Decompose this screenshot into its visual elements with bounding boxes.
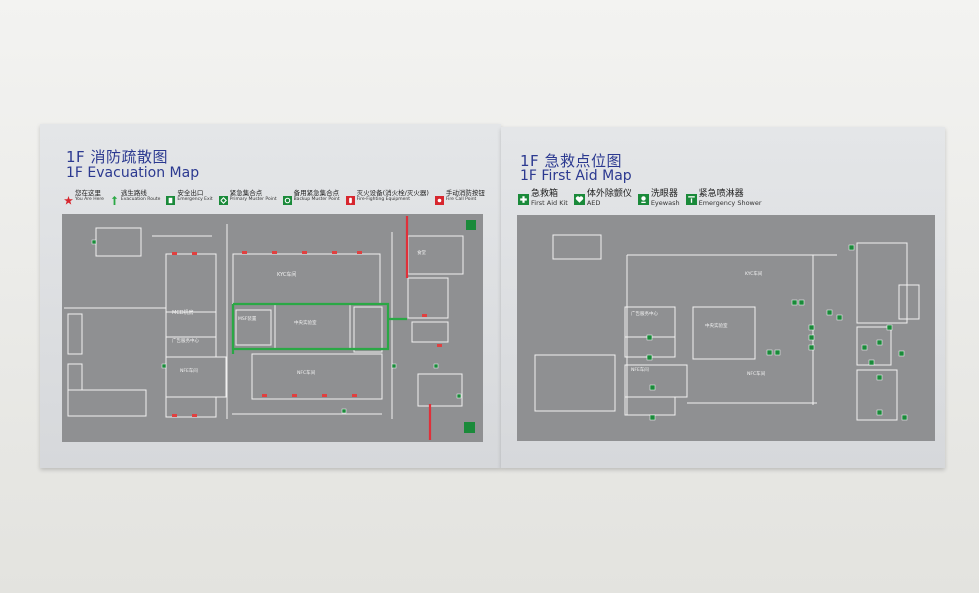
map-label-msf: MSF装置 xyxy=(238,315,257,322)
map-label-ad-center: 广告服务中心 xyxy=(172,337,199,344)
legend-label: 手动消防按钮 xyxy=(445,189,485,197)
evacuation-floor-plan: KYC车间 MSF装置 MCD机房 广告服务中心 NFE车间 NFC车间 中央实… xyxy=(62,214,483,442)
muster-point-icon xyxy=(218,190,228,205)
legend-label-en: You Are Here xyxy=(75,197,104,202)
legend-label-en: Eyewash xyxy=(650,199,680,207)
legend-label-en: Emergency Shower xyxy=(698,199,762,207)
legend-label-en: Evacuation Route xyxy=(120,197,161,202)
fire-equipment-icon xyxy=(345,190,355,205)
escape-route-arrow-icon xyxy=(110,190,119,205)
legend-label: 体外除颤仪 xyxy=(586,189,632,199)
exit-sign-markers xyxy=(91,239,462,414)
map-label-nfc: NFC车间 xyxy=(297,369,316,376)
map-label-canteen: 食堂 xyxy=(417,249,426,256)
legend-label-en: Backup Muster Point xyxy=(293,197,340,202)
legend-label: 安全出口 xyxy=(177,189,204,197)
legend-label: 洗眼器 xyxy=(650,189,678,199)
eyewash-icon xyxy=(637,190,649,205)
legend-label-en: AED xyxy=(586,199,601,207)
legend-label: 逃生路线 xyxy=(120,189,147,197)
first-aid-title-cn: 1F 急救点位图 xyxy=(520,152,622,170)
map-label-ad-center: 广告服务中心 xyxy=(631,310,658,317)
legend-label: 紧急集合点 xyxy=(229,189,263,197)
you-are-here-star-icon xyxy=(64,190,73,205)
exit-sign-icon xyxy=(166,190,176,205)
legend-label-en: Primary Muster Point xyxy=(229,197,277,202)
fire-equipment-markers xyxy=(172,251,442,417)
evacuation-title-en: 1F Evacuation Map xyxy=(66,165,200,181)
map-label-kyc: KYC车间 xyxy=(277,271,296,278)
map-label-nfe: NFE车间 xyxy=(180,367,198,374)
first-aid-markers xyxy=(646,244,908,421)
map-label-nfc: NFC车间 xyxy=(747,370,766,377)
legend-label-en: Fire-Fighting Equipment xyxy=(356,197,411,202)
evacuation-floor-plan-drawing: KYC车间 MSF装置 MCD机房 广告服务中心 NFE车间 NFC车间 中央实… xyxy=(64,216,476,440)
fire-alarm-button-icon xyxy=(434,190,444,205)
first-aid-floor-plan: KYC车间 中央实验室 广告服务中心 NFE车间 NFC车间 xyxy=(517,215,935,441)
muster-point-markers xyxy=(464,220,476,433)
backup-muster-icon xyxy=(282,190,292,205)
first-aid-kit-icon xyxy=(518,190,529,205)
map-label-mcd: MCD机房 xyxy=(172,309,194,316)
legend-label: 灭火设备(消火栓/灭火器) xyxy=(356,189,429,197)
legend-label-en: Fire Call Point xyxy=(445,197,477,202)
evacuation-title-cn: 1F 消防疏散图 xyxy=(66,148,168,166)
legend-label-en: Emergency Exit xyxy=(177,197,213,202)
map-label-nfe: NFE车间 xyxy=(631,366,649,373)
map-label-kyc: KYC车间 xyxy=(745,270,763,277)
first-aid-floor-plan-drawing: KYC车间 中央实验室 广告服务中心 NFE车间 NFC车间 xyxy=(534,234,920,421)
legend-label: 备用紧急集合点 xyxy=(293,189,340,197)
legend-label: 您在这里 xyxy=(75,189,101,197)
legend-fire-equipment: 灭火设备(消火栓/灭火器)Fire-Fighting Equipment xyxy=(345,189,429,205)
map-label-lab: 中央实验室 xyxy=(294,319,317,326)
aed-icon xyxy=(573,190,585,205)
first-aid-title-en: 1F First Aid Map xyxy=(520,168,632,184)
legend-label: 紧急喷淋器 xyxy=(698,189,744,199)
emergency-shower-icon xyxy=(685,190,697,205)
map-label-lab: 中央实验室 xyxy=(705,322,728,329)
legend-label: 急救箱 xyxy=(531,189,559,199)
legend-label-en: First Aid Kit xyxy=(531,199,568,207)
